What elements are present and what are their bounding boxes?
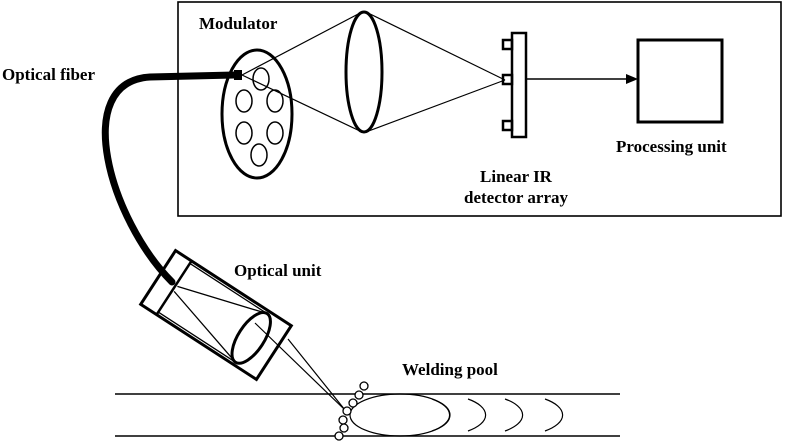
focusing-lens [344, 10, 384, 134]
optical-fiber-label: Optical fiber [2, 65, 96, 84]
modulator-disc [220, 48, 294, 180]
welding-pool-label: Welding pool [402, 360, 498, 379]
modulator-label: Modulator [199, 14, 278, 33]
optical-unit-label: Optical unit [234, 261, 322, 280]
modulator-lens-rays [241, 11, 363, 133]
processing-unit-label: Processing unit [616, 137, 727, 156]
processing-unit-box [636, 38, 724, 124]
workpiece-lines [115, 393, 620, 437]
linear-ir-label-line2: detector array [464, 188, 568, 207]
signal-arrow-head [626, 74, 638, 84]
optical-fiber-cable [101, 71, 238, 286]
fiber-connector [234, 70, 242, 80]
welding-pool-beads [349, 393, 564, 437]
optical-unit [138, 248, 294, 382]
weld-spatter-droplets [334, 381, 369, 441]
linear-ir-detector-array [501, 31, 528, 139]
linear-ir-label-line1: Linear IR [480, 167, 552, 186]
system-enclosure-box [177, 1, 782, 217]
lens-detector-rays [365, 11, 506, 133]
welding-view-rays [254, 322, 346, 411]
